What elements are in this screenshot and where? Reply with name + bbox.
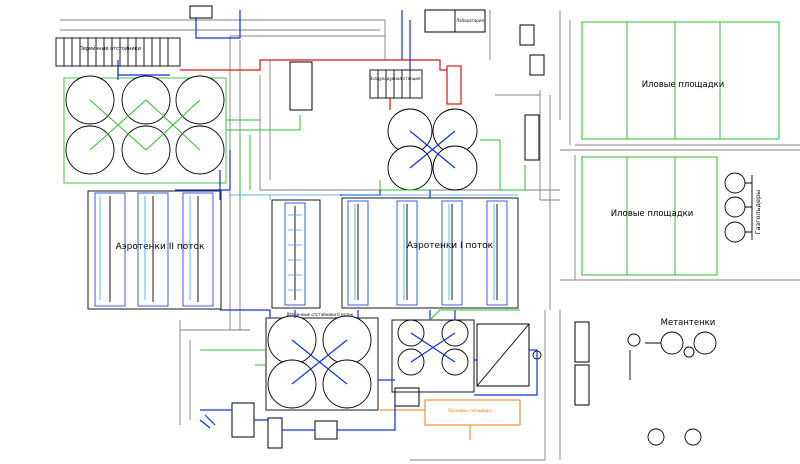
sand-beds: Песковые площадки (380, 399, 521, 440)
gasholders: Газгольдеры (724, 172, 762, 243)
clarifiers-group-1 (379, 108, 478, 191)
metatanks: Метантенки (627, 318, 717, 446)
sludge-beds-top: Иловые площадки (581, 21, 780, 140)
central-station: Воздуходувная станция Лаборатория (289, 9, 545, 161)
primary-clarifiers-block: Первичные отстойники (55, 5, 380, 80)
aerotanks-middle (271, 199, 321, 309)
inlet-structures (199, 387, 420, 449)
clarifiers-group-2 (63, 60, 227, 184)
central-station-label: Воздуходувная станция (370, 76, 421, 81)
clarifiers-lower-label: Вторичные отстойники II поток (287, 312, 354, 317)
primary-clarifiers-label: Первичные отстойники (79, 45, 141, 52)
sludge-compactor (476, 321, 590, 406)
clarifiers-lower-left: Вторичные отстойники II поток (265, 312, 379, 411)
aerotanks-1: Аэротенки I поток (341, 197, 519, 309)
sludge-beds-top-label: Иловые площадки (642, 80, 725, 90)
gasholders-label: Газгольдеры (754, 190, 762, 235)
clarifiers-lower-right (391, 319, 475, 393)
aerotanks-1-label: Аэротенки I поток (407, 241, 494, 251)
air-lines (99, 194, 518, 300)
sludge-beds-bottom-label: Иловые площадки (611, 209, 694, 219)
sludge-lines (200, 115, 526, 366)
metatanks-label: Метантенки (661, 318, 716, 328)
aerotanks-2: Аэротенки II поток (87, 190, 222, 310)
water-pipes (175, 150, 538, 396)
sludge-beds-bottom: Иловые площадки (581, 156, 718, 276)
site-roads (60, 10, 800, 461)
sand-beds-label: Песковые площадки (448, 408, 492, 413)
admin-label: Лаборатория (456, 18, 484, 23)
aerotanks-2-label: Аэротенки II поток (116, 242, 205, 252)
